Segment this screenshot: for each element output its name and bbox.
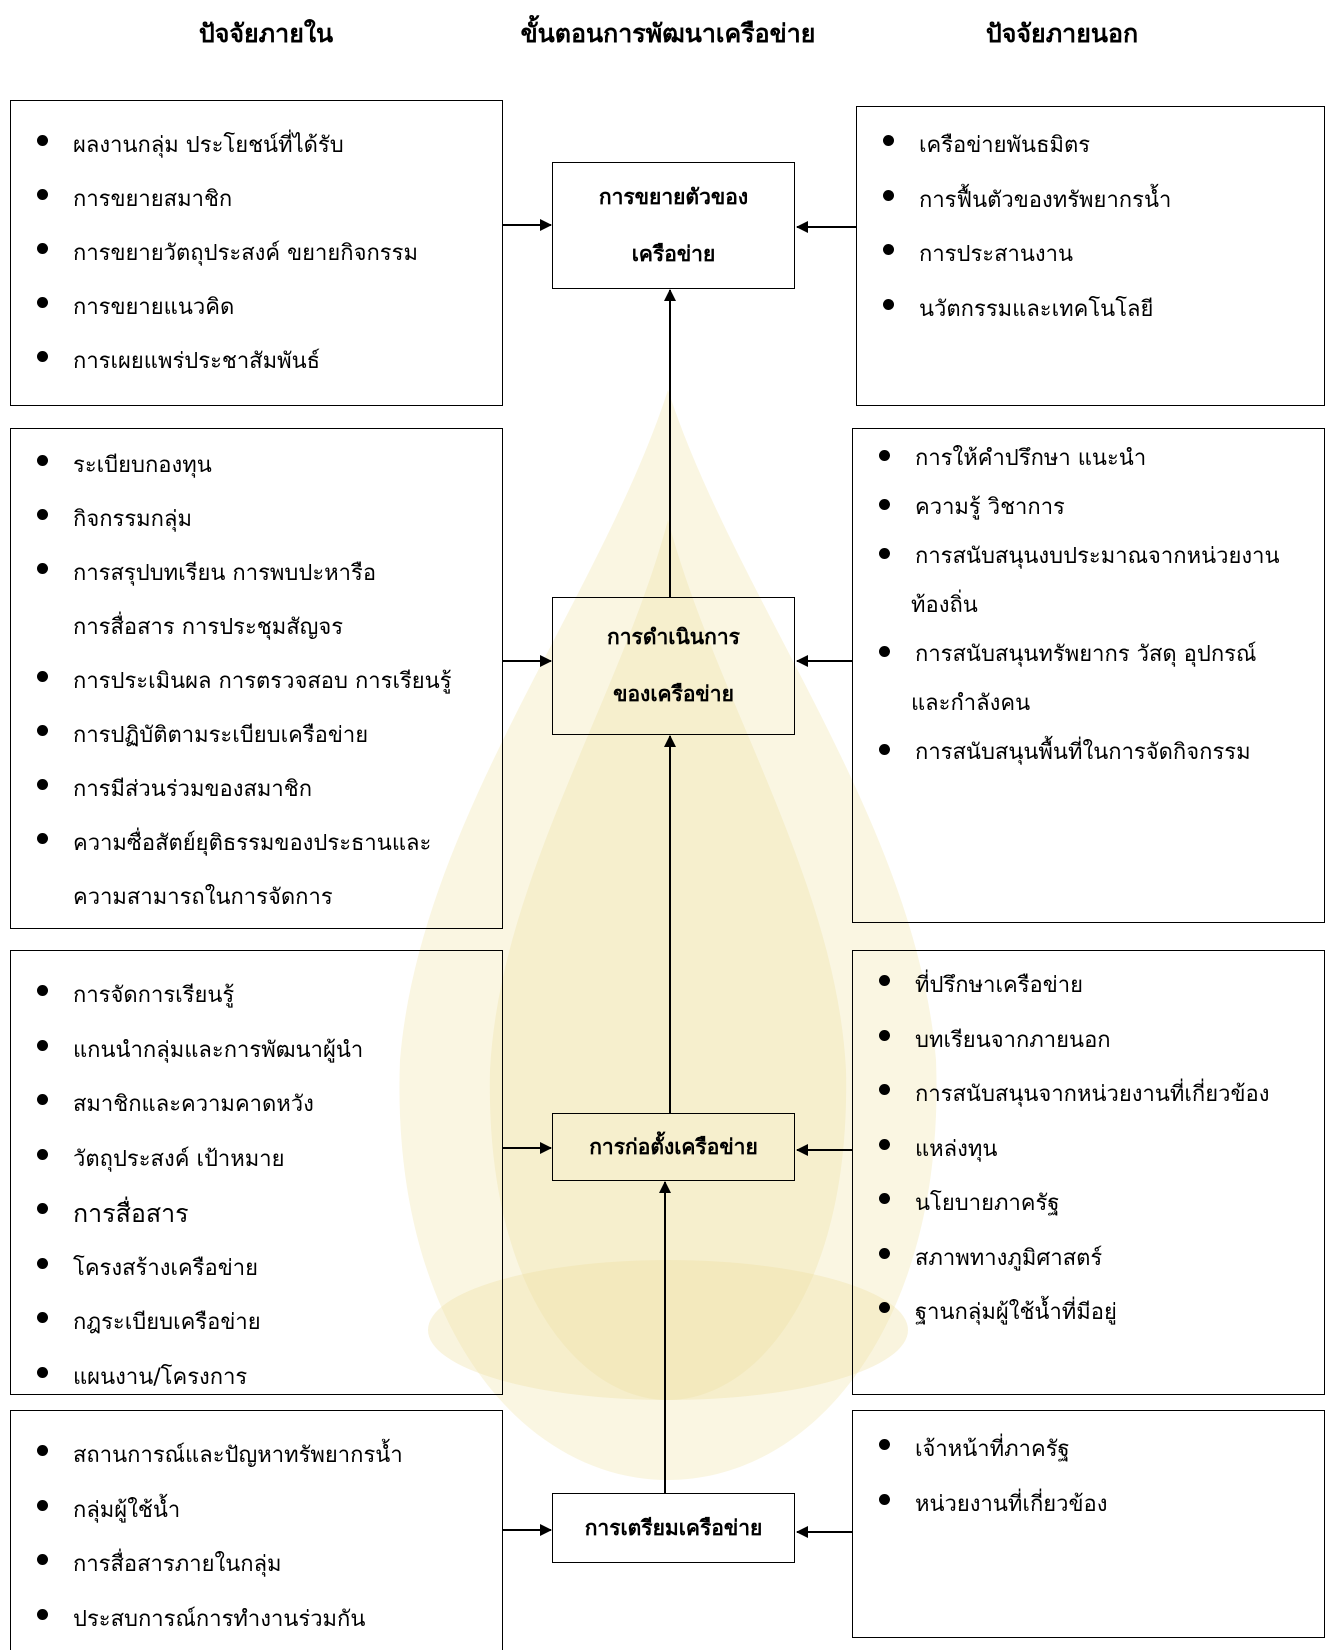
list-item-continuation: ความสามารถในการจัดการ [73, 885, 333, 910]
external-establishment-box: ที่ปรึกษาเครือข่าย บทเรียนจากภายนอก การส… [852, 950, 1325, 1395]
list-item: เจ้าหน้าที่ภาครัฐ [853, 1423, 1324, 1478]
list-item: การสนับสนุนพื้นที่ในการจัดกิจกรรม [853, 728, 1324, 777]
list-item: แกนนำกลุ่มและการพัฒนาผู้นำ [11, 1024, 502, 1079]
list-item: แหล่งทุน [853, 1123, 1324, 1178]
list-item: การให้คำปรึกษา แนะนำ [853, 434, 1324, 483]
header-steps: ขั้นตอนการพัฒนาเครือข่าย [520, 19, 816, 48]
step-establishment: การก่อตั้งเครือข่าย [552, 1113, 795, 1181]
list-item: สมาชิกและความคาดหวัง [11, 1078, 502, 1133]
list-item: การประเมินผล การตรวจสอบ การเรียนรู้ [11, 655, 502, 709]
list-item: การสรุปบทเรียน การพบปะหารือ [11, 547, 502, 601]
list-item: นวัตกรรมและเทคโนโลยี [857, 283, 1324, 338]
list-item: การขยายสมาชิก [11, 173, 502, 227]
list-item: กฎระเบียบเครือข่าย [11, 1296, 502, 1351]
step-preparation: การเตรียมเครือข่าย [552, 1493, 795, 1563]
list-item: การฟื้นตัวของทรัพยากรน้ำ [857, 174, 1324, 229]
internal-expansion-box: ผลงานกลุ่ม ประโยชน์ที่ได้รับ การขยายสมาช… [10, 100, 503, 406]
list-item: ความรู้ วิชาการ [853, 483, 1324, 532]
list-item: การปฏิบัติตามระเบียบเครือข่าย [11, 709, 502, 763]
list-item: ระเบียบกองทุน [11, 439, 502, 493]
list-item: สภาพทางภูมิศาสตร์ [853, 1232, 1324, 1287]
list-item: กิจกรรมกลุ่ม [11, 493, 502, 547]
list-item: สถานการณ์และปัญหาทรัพยากรน้ำ [11, 1429, 502, 1484]
external-operation-box: การให้คำปรึกษา แนะนำ ความรู้ วิชาการ การ… [852, 428, 1325, 923]
list-item: หน่วยงานที่เกี่ยวข้อง [853, 1478, 1324, 1533]
list-item: ผลงานกลุ่ม ประโยชน์ที่ได้รับ [11, 119, 502, 173]
list-item: บทเรียนจากภายนอก [853, 1014, 1324, 1069]
list-item-continuation: และกำลังคน [911, 691, 1031, 716]
internal-operation-box: ระเบียบกองทุน กิจกรรมกลุ่ม การสรุปบทเรีย… [10, 428, 503, 929]
list-item: การสื่อสาร [11, 1187, 502, 1242]
list-item: การขยายแนวคิด [11, 281, 502, 335]
list-item: การมีส่วนร่วมของสมาชิก [11, 763, 502, 817]
list-item: ประสบการณ์การทำงานร่วมกัน [11, 1593, 502, 1648]
list-item: การสื่อสารภายในกลุ่ม [11, 1538, 502, 1593]
list-item: นโยบายภาครัฐ [853, 1177, 1324, 1232]
list-item: การขยายวัตถุประสงค์ ขยายกิจกรรม [11, 227, 502, 281]
list-item: กลุ่มผู้ใช้น้ำ [11, 1484, 502, 1539]
header-internal: ปัจจัยภายใน [198, 19, 334, 48]
list-item: การสนับสนุนงบประมาณจากหน่วยงาน [853, 532, 1324, 581]
step-expansion: การขยายตัวของเครือข่าย [552, 162, 795, 289]
list-item: วัตถุประสงค์ เป้าหมาย [11, 1133, 502, 1188]
list-item: โครงสร้างเครือข่าย [11, 1242, 502, 1297]
internal-establishment-box: การจัดการเรียนรู้ แกนนำกลุ่มและการพัฒนาผ… [10, 950, 503, 1395]
list-item-continuation: การสื่อสาร การประชุมสัญจร [73, 615, 344, 640]
header-external: ปัจจัยภายนอก [985, 19, 1139, 48]
list-item: การสนับสนุนทรัพยากร วัสดุ อุปกรณ์ [853, 630, 1324, 679]
list-item-continuation: ท้องถิ่น [911, 593, 978, 618]
list-item: การสนับสนุนจากหน่วยงานที่เกี่ยวข้อง [853, 1068, 1324, 1123]
list-item: การจัดการเรียนรู้ [11, 969, 502, 1024]
internal-preparation-box: สถานการณ์และปัญหาทรัพยากรน้ำ กลุ่มผู้ใช้… [10, 1410, 503, 1650]
list-item: แผนงาน/โครงการ [11, 1351, 502, 1406]
list-item: ความซื่อสัตย์ยุติธรรมของประธานและ [11, 817, 502, 871]
step-operation: การดำเนินการของเครือข่าย [552, 597, 795, 735]
list-item: เครือข่ายพันธมิตร [857, 119, 1324, 174]
list-item: ฐานกลุ่มผู้ใช้น้ำที่มีอยู่ [853, 1286, 1324, 1341]
list-item: การเผยแพร่ประชาสัมพันธ์ [11, 335, 502, 389]
list-item: การประสานงาน [857, 228, 1324, 283]
external-expansion-box: เครือข่ายพันธมิตร การฟื้นตัวของทรัพยากรน… [856, 106, 1325, 406]
external-preparation-box: เจ้าหน้าที่ภาครัฐ หน่วยงานที่เกี่ยวข้อง [852, 1410, 1325, 1638]
list-item: ที่ปรึกษาเครือข่าย [853, 959, 1324, 1014]
